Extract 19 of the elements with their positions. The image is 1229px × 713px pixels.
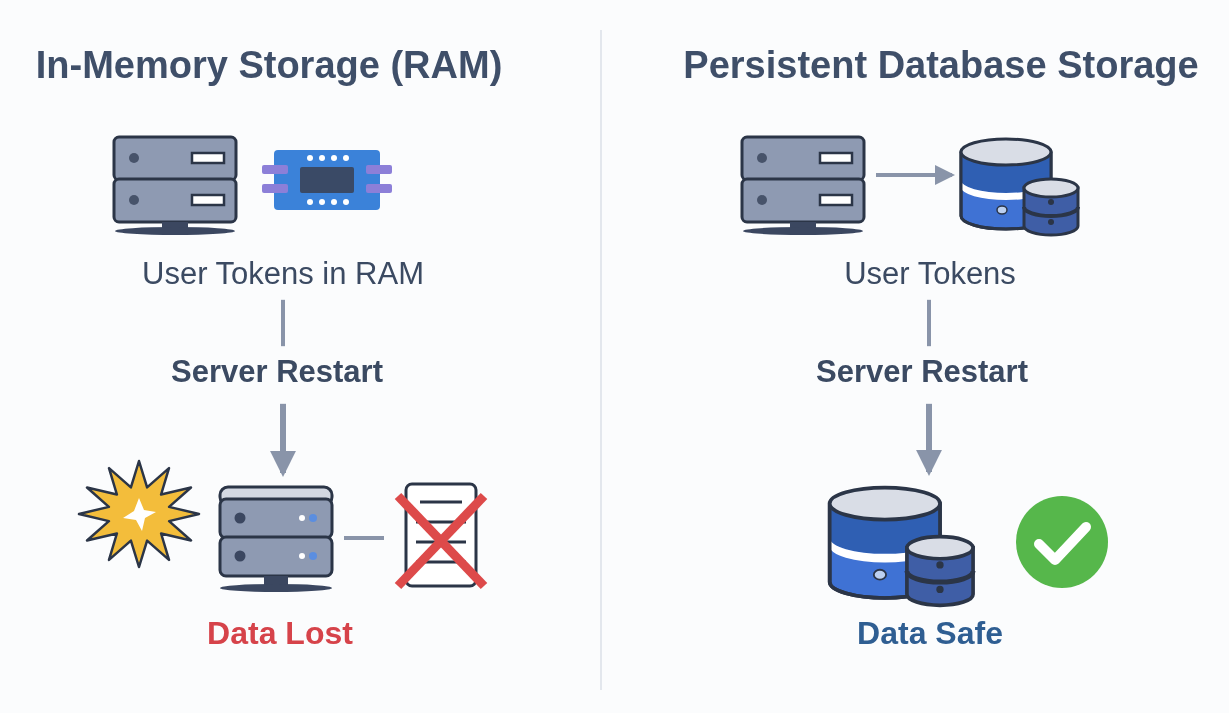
connector-line — [281, 299, 285, 347]
database-icon — [826, 484, 978, 609]
database-icon — [958, 136, 1082, 238]
server-icon — [216, 485, 336, 593]
column-heading: In-Memory Storage (RAM) — [35, 44, 503, 88]
column-heading: Persistent Database Storage — [683, 44, 1199, 88]
arrow — [876, 165, 955, 185]
step-label: Server Restart — [816, 354, 1028, 390]
connector-line — [344, 536, 384, 540]
step-label: Server Restart — [171, 354, 383, 390]
crossed-out-document-icon — [392, 480, 490, 592]
step-label: User Tokens — [844, 256, 1016, 292]
server-icon — [740, 135, 866, 235]
arrow — [270, 403, 296, 477]
status-caption: Data Lost — [207, 614, 353, 652]
step-label: User Tokens in RAM — [142, 256, 424, 292]
arrow — [916, 403, 942, 476]
connector-line — [927, 299, 931, 347]
status-caption: Data Safe — [857, 614, 1003, 652]
